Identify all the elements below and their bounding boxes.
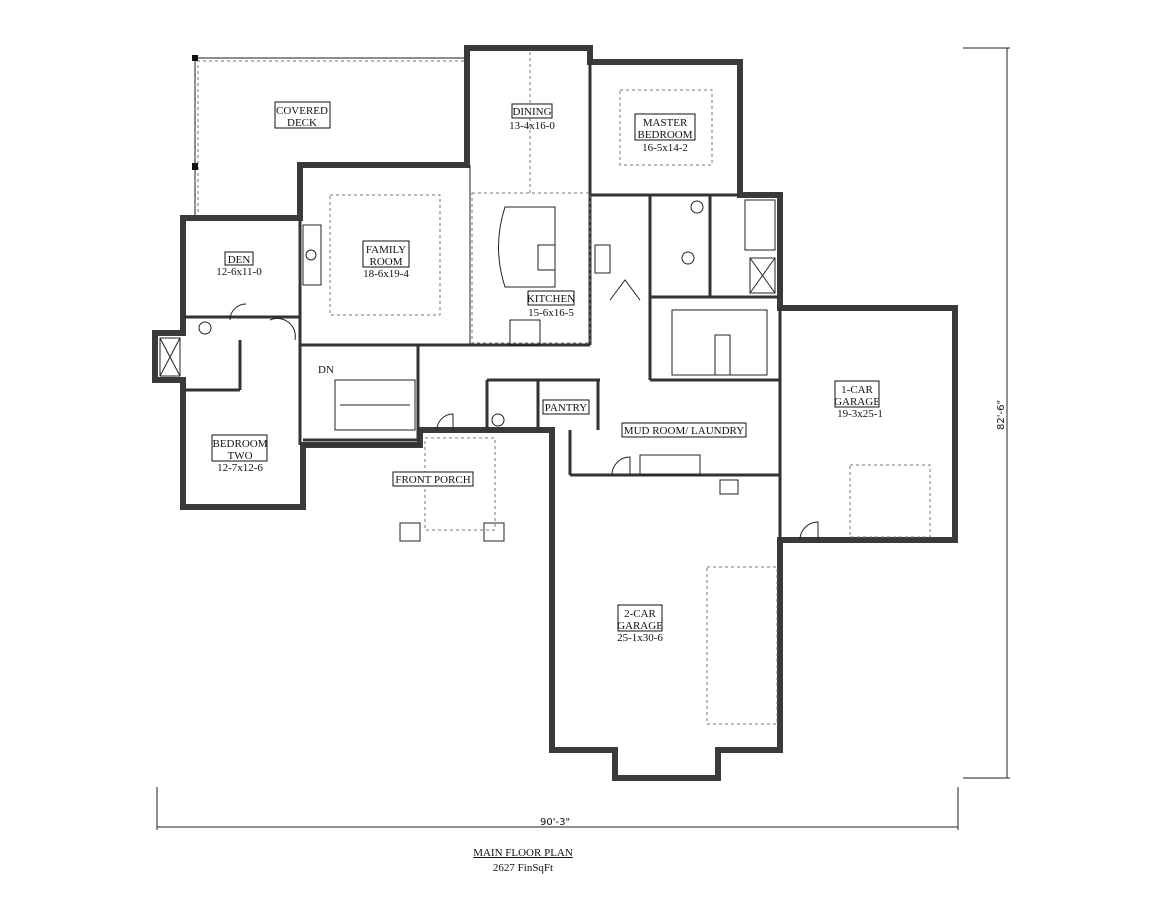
stairs-down-label: DN: [318, 364, 334, 376]
fixtures: [159, 199, 776, 542]
plan-title: MAIN FLOOR PLAN: [473, 847, 573, 859]
room-label-dining: DINING 13-4x16-0: [509, 103, 555, 132]
covered-deck: [192, 55, 467, 218]
svg-text:1-CAR: 1-CAR: [841, 384, 873, 396]
room-label-master-bedroom: MASTER BEDROOM 16-5x14-2: [634, 113, 696, 154]
svg-text:KITCHEN: KITCHEN: [527, 293, 575, 305]
svg-text:FAMILY: FAMILY: [366, 244, 406, 256]
svg-text:19-3x25-1: 19-3x25-1: [837, 408, 883, 420]
room-label-mud-room: MUD ROOM/ LAUNDRY: [621, 422, 747, 438]
dimension-lines: [156, 47, 1010, 830]
width-dimension: 90'-3": [540, 817, 570, 828]
plan-area: 2627 FinSqFt: [492, 862, 554, 874]
exterior-walls: [152, 45, 958, 781]
svg-text:COVERED: COVERED: [276, 105, 328, 117]
svg-text:2-CAR: 2-CAR: [624, 608, 656, 620]
room-label-kitchen: KITCHEN 15-6x16-5: [527, 290, 575, 319]
svg-text:DECK: DECK: [287, 117, 317, 129]
svg-text:12-7x12-6: 12-7x12-6: [217, 462, 263, 474]
svg-text:GARAGE: GARAGE: [617, 620, 663, 632]
svg-text:GARAGE: GARAGE: [834, 396, 880, 408]
room-label-covered-deck: COVERED DECK: [274, 101, 331, 129]
svg-text:18-6x19-4: 18-6x19-4: [363, 268, 409, 280]
svg-text:DINING: DINING: [512, 106, 551, 118]
doors: [229, 279, 819, 541]
room-label-1-car-garage: 1-CAR GARAGE 19-3x25-1: [834, 380, 883, 420]
svg-text:DEN: DEN: [228, 254, 251, 266]
svg-text:BEDROOM: BEDROOM: [212, 438, 267, 450]
room-label-front-porch: FRONT PORCH: [392, 471, 474, 487]
svg-text:TWO: TWO: [227, 450, 252, 462]
room-label-bedroom-two: BEDROOM TWO 12-7x12-6: [211, 434, 268, 474]
svg-text:25-1x30-6: 25-1x30-6: [617, 632, 663, 644]
svg-text:ROOM: ROOM: [369, 256, 402, 268]
svg-text:13-4x16-0: 13-4x16-0: [509, 120, 555, 132]
room-label-2-car-garage: 2-CAR GARAGE 25-1x30-6: [617, 604, 663, 644]
svg-text:MUD ROOM/ LAUNDRY: MUD ROOM/ LAUNDRY: [624, 425, 744, 437]
svg-text:15-6x16-5: 15-6x16-5: [528, 307, 574, 319]
room-label-den: DEN 12-6x11-0: [216, 251, 262, 278]
svg-text:BEDROOM: BEDROOM: [637, 129, 692, 141]
room-label-pantry: PANTRY: [542, 399, 590, 415]
svg-text:FRONT PORCH: FRONT PORCH: [395, 474, 470, 486]
svg-text:12-6x11-0: 12-6x11-0: [216, 266, 262, 278]
interior-walls: [183, 62, 782, 540]
svg-text:16-5x14-2: 16-5x14-2: [642, 142, 688, 154]
depth-dimension: 82'-6": [996, 400, 1007, 430]
svg-text:PANTRY: PANTRY: [545, 402, 587, 414]
svg-text:MASTER: MASTER: [643, 117, 688, 129]
room-label-family-room: FAMILY ROOM 18-6x19-4: [362, 240, 410, 280]
